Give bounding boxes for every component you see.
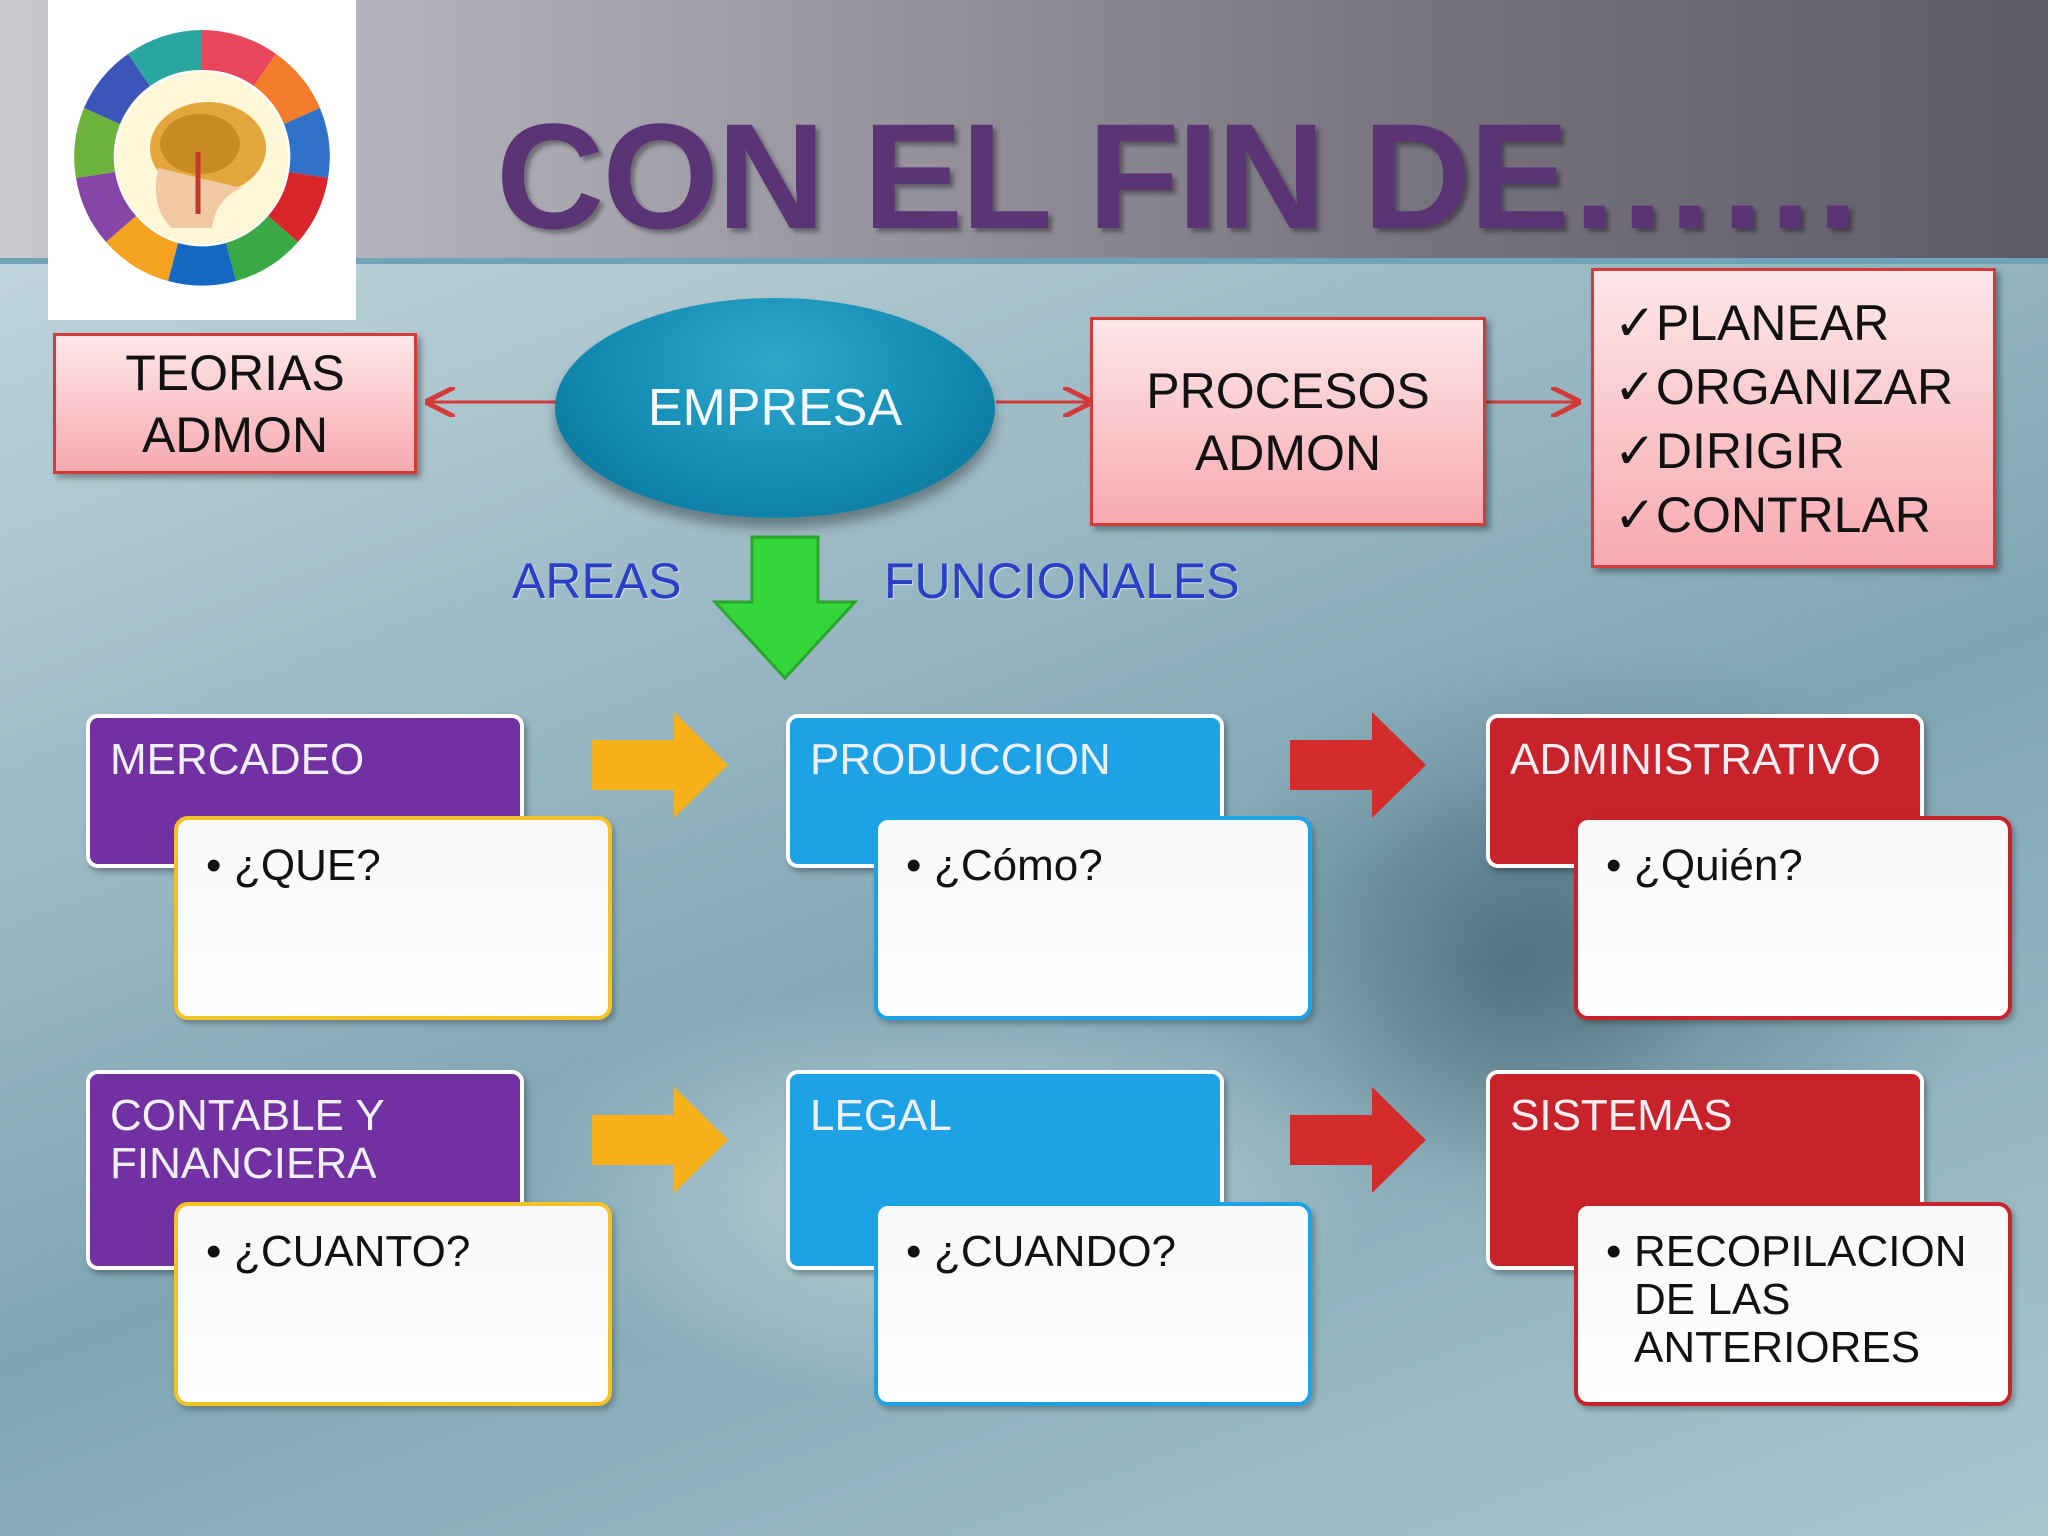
bullet-text: ¿CUANTO? xyxy=(234,1227,471,1276)
area-contable-financiera-card: • ¿CUANTO? xyxy=(174,1202,612,1406)
bullet-text: ¿CUANDO? xyxy=(934,1227,1177,1276)
empresa-label: EMPRESA xyxy=(647,379,903,437)
bullet-dot-icon: • xyxy=(1606,1227,1622,1276)
bullet-item: • ¿QUE? xyxy=(206,842,608,890)
area-produccion-header: PRODUCCION xyxy=(786,714,1224,868)
bullet-dot-icon: • xyxy=(1606,841,1622,890)
area-legal-card: • ¿CUANDO? xyxy=(874,1202,1312,1406)
bullet-text: ¿Cómo? xyxy=(934,841,1103,890)
orange-arrow-row1-icon xyxy=(592,712,728,818)
area-title: SISTEMAS xyxy=(1510,1091,1733,1140)
bullet-item: • ¿Cómo? xyxy=(906,842,1308,890)
procesos-admon-box: PROCESOS ADMON xyxy=(1090,317,1486,526)
procesos-line2: ADMON xyxy=(1194,424,1382,481)
intelligence-wheel-icon xyxy=(74,30,330,286)
teorias-admon-box: TEORIAS ADMON xyxy=(53,333,417,474)
bullet-text: ¿QUE? xyxy=(234,841,381,890)
bullet-item: • ¿CUANTO? xyxy=(206,1228,608,1276)
bullet-text-line1: RECOPILACION xyxy=(1634,1227,1967,1276)
admin-functions-checklist: ✓PLANEAR ✓ORGANIZAR ✓DIRIGIR ✓CONTRLAR xyxy=(1591,268,1996,568)
area-mercadeo-card: • ¿QUE? xyxy=(174,816,612,1020)
area-title: PRODUCCION xyxy=(810,735,1111,784)
bullet-text-line2: DE LAS xyxy=(1634,1275,1791,1324)
title-band-underline xyxy=(0,258,2048,264)
red-arrow-row2-icon xyxy=(1290,1087,1426,1193)
bullet-text-block: RECOPILACION DE LAS ANTERIORES xyxy=(1634,1228,1967,1372)
area-title-line2: FINANCIERA xyxy=(110,1139,377,1188)
red-arrow-row1-icon xyxy=(1290,712,1426,818)
area-title: LEGAL xyxy=(810,1091,952,1140)
teorias-line2: ADMON xyxy=(141,406,329,463)
areas-label: AREAS xyxy=(512,553,682,609)
funcionales-label: FUNCIONALES xyxy=(884,553,1240,609)
area-administrativo-card: • ¿Quién? xyxy=(1574,816,2012,1020)
orange-arrow-row2-icon xyxy=(592,1087,728,1193)
check-item-organizar: ✓ORGANIZAR xyxy=(1614,359,1954,415)
check-item-dirigir: ✓DIRIGIR xyxy=(1614,423,1845,479)
bullet-item: • ¿CUANDO? xyxy=(906,1228,1308,1276)
check-item-controlar: ✓CONTRLAR xyxy=(1614,487,1931,543)
bullet-dot-icon: • xyxy=(906,1227,922,1276)
empresa-ellipse: EMPRESA xyxy=(555,298,995,518)
bullet-text: ¿Quién? xyxy=(1634,841,1803,890)
bullet-text-line3: ANTERIORES xyxy=(1634,1323,1921,1372)
green-down-arrow-icon xyxy=(711,535,859,681)
area-title-line1: CONTABLE Y xyxy=(110,1091,385,1140)
slide-title: CON EL FIN DE…… xyxy=(496,92,1865,260)
area-title: ADMINISTRATIVO xyxy=(1510,735,1881,784)
bullet-dot-icon: • xyxy=(206,841,222,890)
area-sistemas-card: • RECOPILACION DE LAS ANTERIORES xyxy=(1574,1202,2012,1406)
procesos-line1: PROCESOS xyxy=(1146,362,1430,419)
area-title: MERCADEO xyxy=(110,735,365,784)
area-produccion-card: • ¿Cómo? xyxy=(874,816,1312,1020)
multiple-intelligences-logo xyxy=(48,0,356,320)
bullet-dot-icon: • xyxy=(206,1227,222,1276)
teorias-line1: TEORIAS xyxy=(125,344,345,401)
bullet-dot-icon: • xyxy=(906,841,922,890)
bullet-item: • RECOPILACION DE LAS ANTERIORES xyxy=(1606,1228,2008,1372)
check-item-planear: ✓PLANEAR xyxy=(1614,295,1890,351)
bullet-item: • ¿Quién? xyxy=(1606,842,2008,890)
